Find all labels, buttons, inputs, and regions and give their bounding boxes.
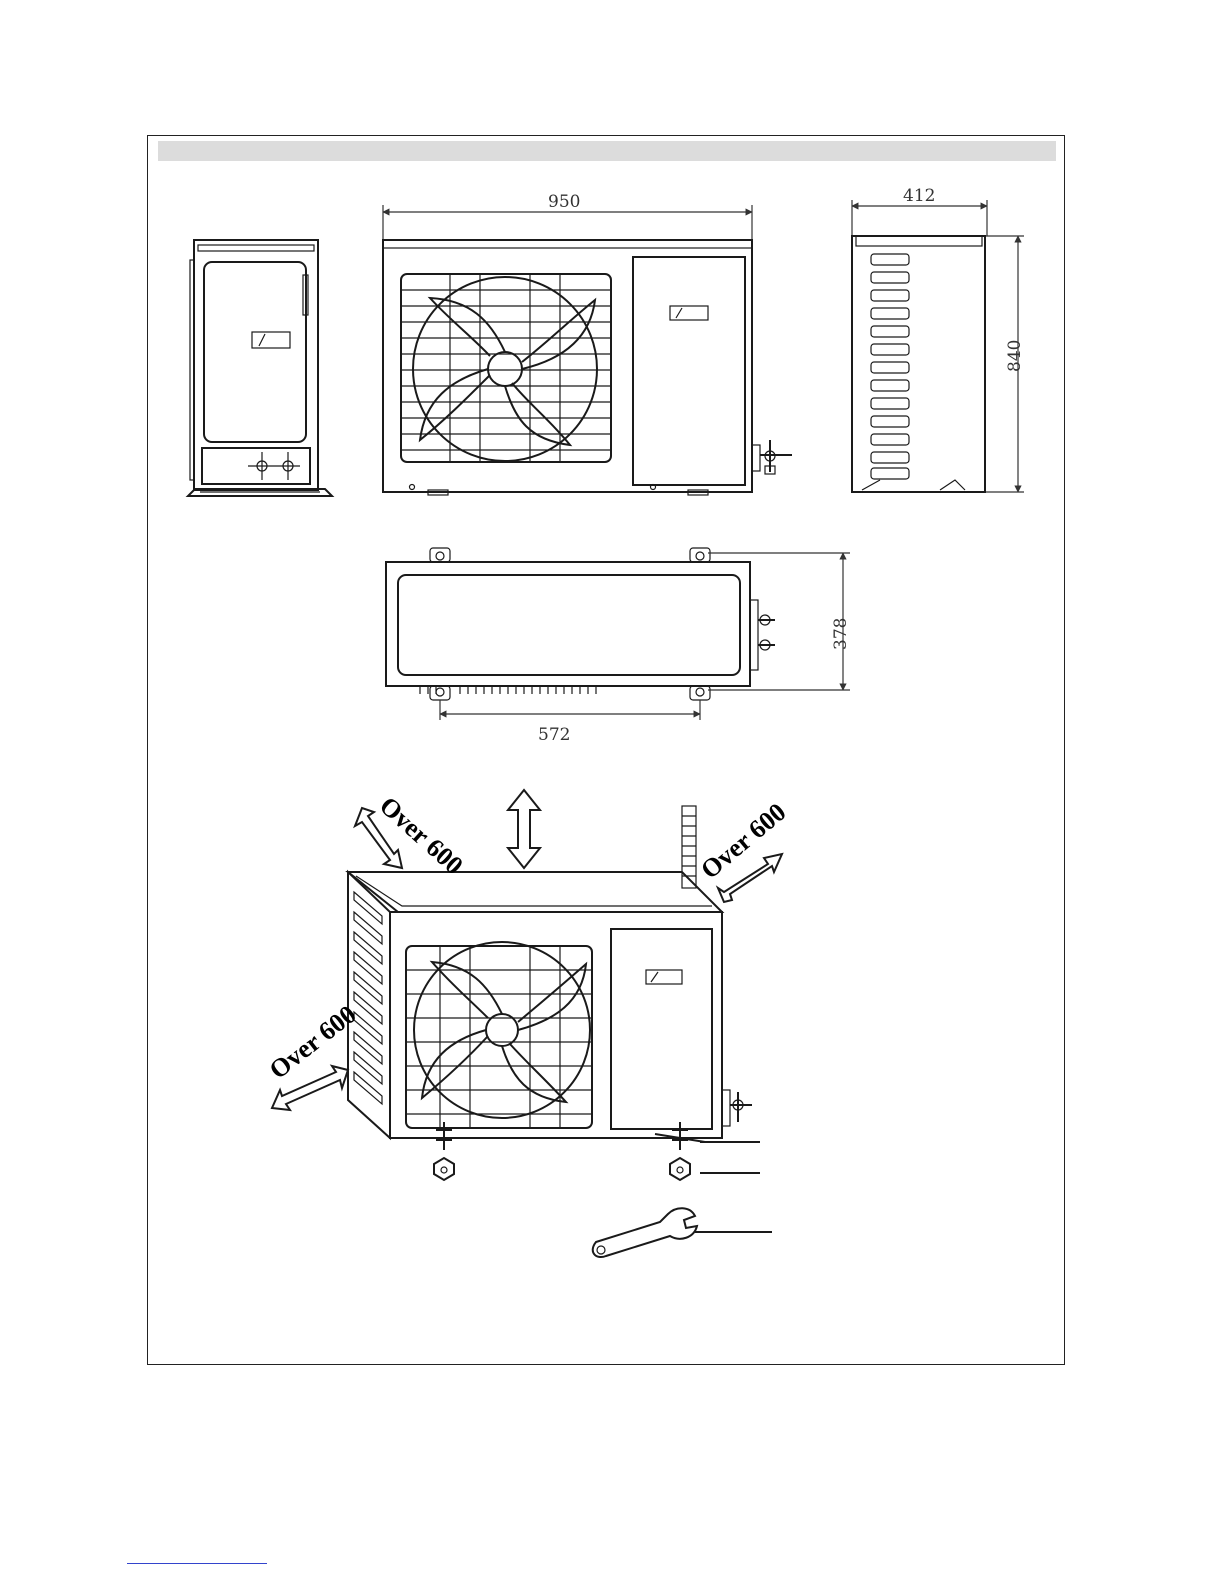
clearance-perspective-view: Over 600 Over 600 Over 600 xyxy=(264,790,792,1257)
dimension-378: 378 xyxy=(831,618,851,650)
clearance-label-top-left: Over 600 xyxy=(374,791,469,880)
left-side-view xyxy=(188,240,332,496)
dimension-572: 572 xyxy=(538,725,570,745)
top-view: 378 572 xyxy=(386,548,851,745)
dimension-950: 950 xyxy=(548,192,580,212)
right-side-view: 412 840 xyxy=(852,186,1025,492)
dimension-840: 840 xyxy=(1005,340,1025,372)
dimension-412: 412 xyxy=(903,186,935,206)
front-view: 950 xyxy=(383,192,792,495)
clearance-label-right: Over 600 xyxy=(695,797,791,884)
